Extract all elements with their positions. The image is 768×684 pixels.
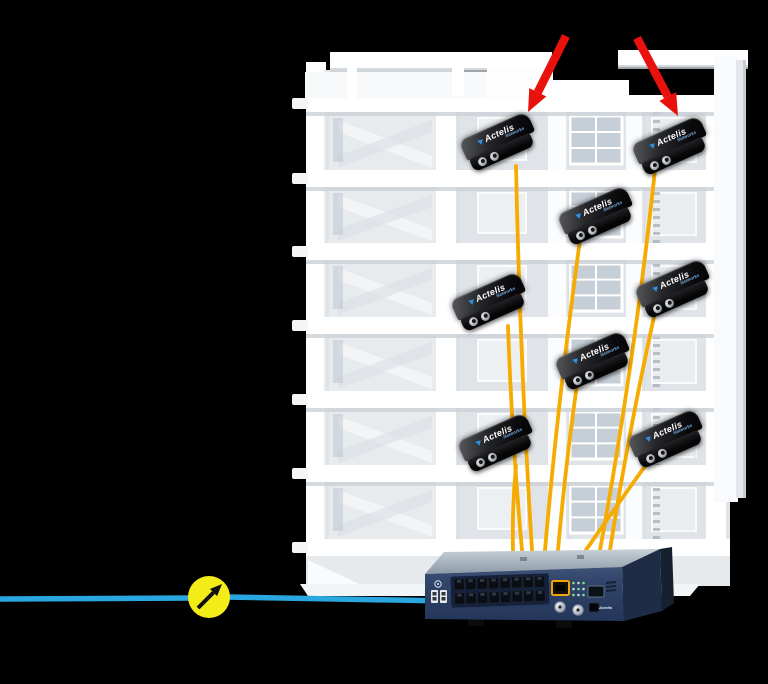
rj45-port	[488, 577, 499, 590]
slab-stub	[292, 542, 308, 553]
status-led-grid	[572, 581, 585, 597]
splice-marker-arrow	[196, 591, 215, 610]
status-led	[572, 593, 575, 597]
slab-stub	[292, 173, 308, 184]
stairs	[338, 120, 432, 168]
copper-port-grid	[453, 575, 546, 605]
drop-cable-1	[514, 164, 534, 552]
rj45-port	[511, 576, 522, 589]
callout-arrow-shaft-1	[534, 34, 570, 95]
window	[651, 487, 697, 532]
fiber-line-segment-1	[0, 595, 195, 602]
status-led	[582, 587, 585, 591]
callout-arrow-shaft-2	[633, 36, 672, 99]
window	[651, 117, 697, 163]
splice-marker	[188, 576, 230, 618]
floor-slab	[306, 95, 730, 112]
window	[477, 413, 527, 456]
rj45-port	[511, 590, 523, 603]
terminal-block-icon	[431, 590, 438, 603]
drop-cable-7	[510, 464, 518, 552]
switch-side-face	[622, 549, 662, 621]
window	[477, 117, 527, 161]
drop-cable-8	[584, 460, 650, 552]
entrance-ramp	[308, 560, 368, 588]
slab-stub	[292, 468, 308, 479]
status-led	[582, 593, 585, 597]
rj45-port	[534, 589, 546, 602]
drop-cable-3	[543, 238, 582, 552]
rj45-port	[523, 590, 534, 602]
drop-cable-2	[598, 168, 657, 552]
window	[477, 339, 527, 382]
rj45-port	[499, 576, 511, 589]
stairs	[338, 342, 432, 389]
slab-stub	[292, 394, 308, 405]
rj45-port	[500, 590, 511, 603]
stairs	[338, 416, 432, 463]
rj45-port	[488, 591, 500, 604]
sfp-slot-icon	[587, 585, 605, 598]
switch-top-face	[425, 549, 660, 574]
status-led	[577, 593, 580, 597]
switch-mount-bracket	[660, 547, 674, 611]
rj45-port	[534, 575, 545, 588]
status-led	[577, 581, 580, 585]
fiber-line-segment-2	[224, 594, 449, 604]
rj45-port	[453, 578, 465, 591]
rj45-port	[522, 576, 534, 588]
fiber-feed-layer	[0, 594, 449, 604]
splice-marker-arrowhead	[210, 584, 222, 597]
rj45-port	[465, 592, 477, 604]
stairs	[338, 195, 432, 241]
vent-slits	[605, 581, 617, 592]
right-facade-panel	[714, 56, 746, 502]
rj45-port	[477, 591, 488, 604]
rj45-port	[476, 577, 488, 590]
callout-arrow-head-1	[528, 88, 547, 112]
switch-brand-label: Actelis	[598, 605, 613, 610]
window	[651, 192, 697, 236]
aggregation-switch: Actelis	[425, 547, 674, 628]
switch-logo-icon	[434, 580, 442, 588]
status-led	[572, 581, 575, 585]
callout-arrow-layer	[528, 34, 678, 116]
slab-stub	[292, 320, 308, 331]
switch-foot	[468, 619, 484, 626]
stairs	[338, 268, 432, 315]
building-roof	[305, 50, 748, 98]
callout-arrow-head-2	[659, 92, 678, 116]
floor-slab	[306, 317, 730, 334]
floor-slab	[306, 391, 730, 408]
status-led	[582, 581, 585, 585]
status-led	[572, 587, 575, 591]
rj45-port	[454, 592, 465, 605]
slab-stub	[292, 98, 308, 109]
rj45-port	[465, 578, 476, 590]
slab-stub	[292, 246, 308, 257]
status-led	[577, 587, 580, 591]
terminal-block-icon	[440, 590, 447, 603]
stairs	[338, 490, 432, 537]
drop-cable-6	[556, 382, 579, 552]
switch-foot	[556, 621, 572, 628]
power-inlet-icon	[588, 602, 600, 613]
